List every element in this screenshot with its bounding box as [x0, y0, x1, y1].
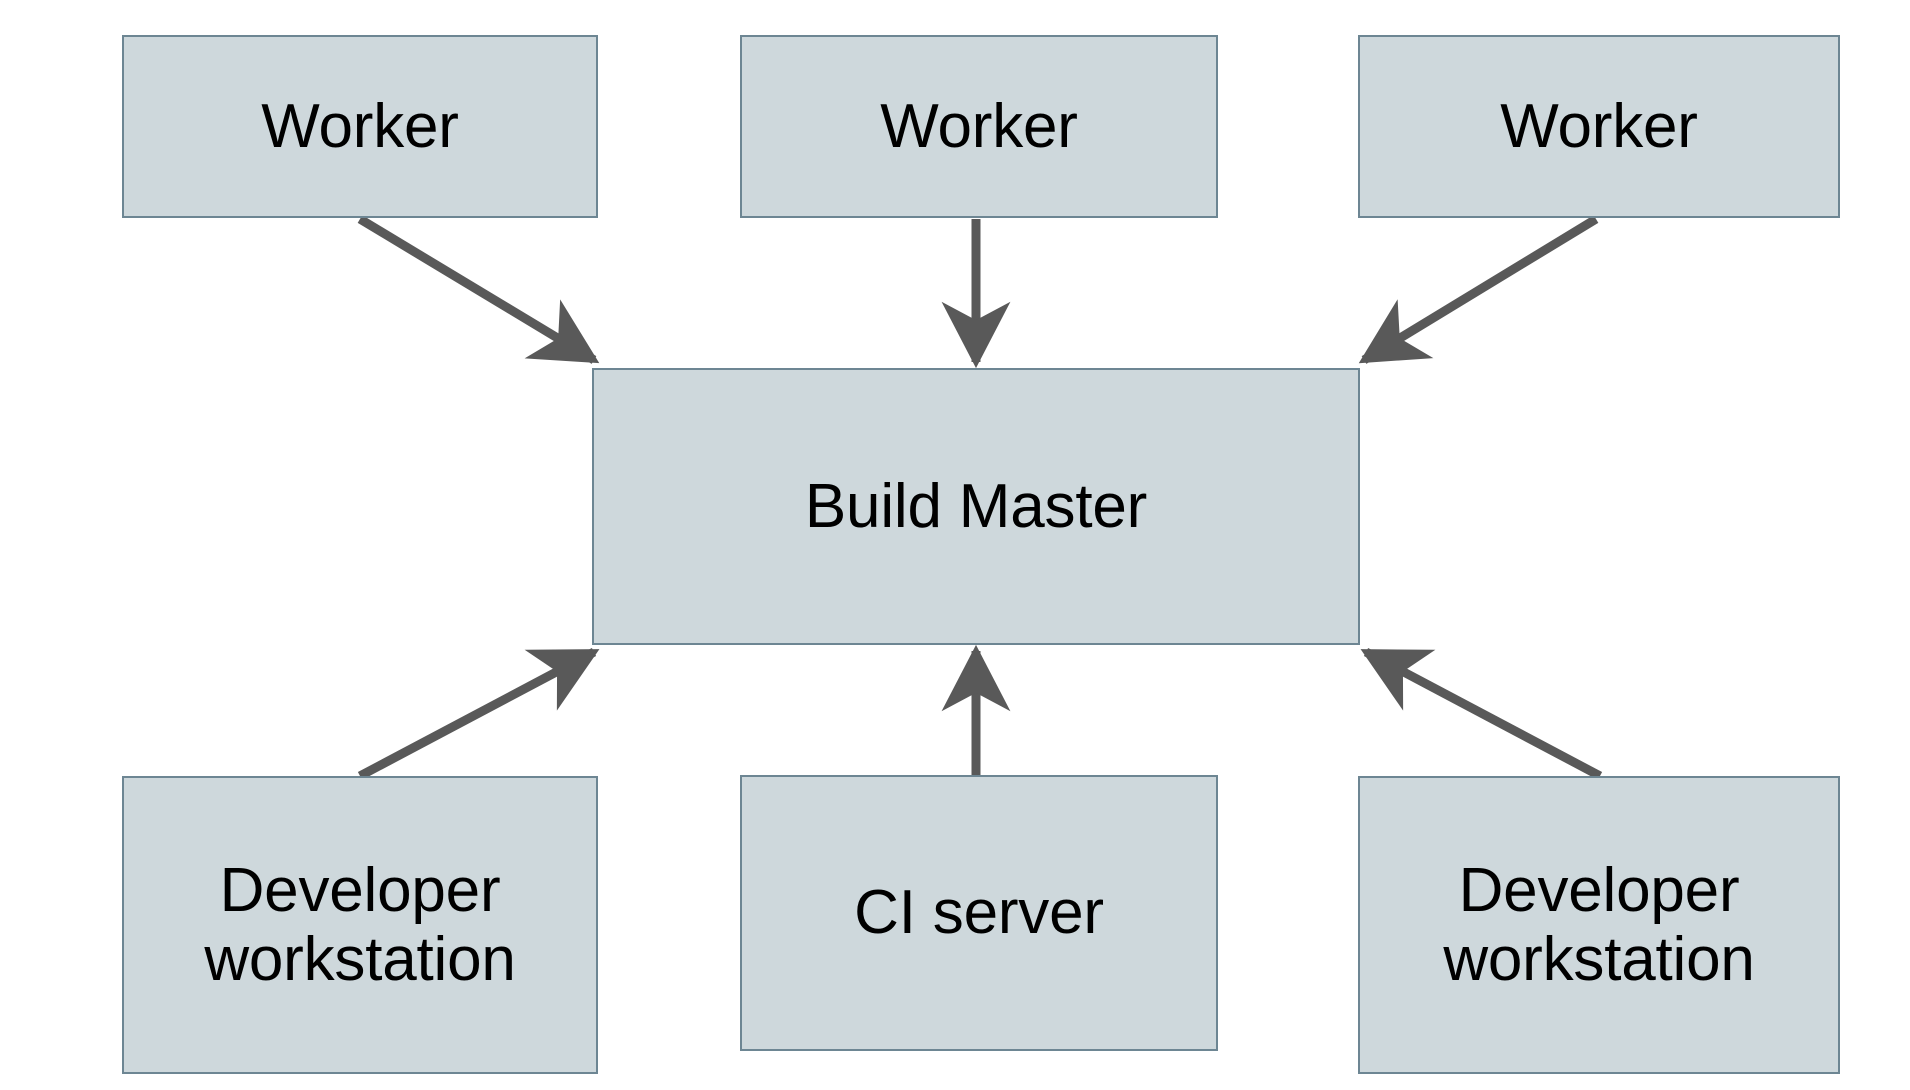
- node-worker-2[interactable]: Worker: [740, 35, 1218, 218]
- node-developer-workstation-left-label: Developer workstation: [204, 855, 516, 994]
- node-worker-3[interactable]: Worker: [1358, 35, 1840, 218]
- edge-worker-3-to-build-master: [1358, 215, 1599, 364]
- node-developer-workstation-right-label: Developer workstation: [1443, 855, 1755, 994]
- edge-worker-1-to-build-master: [357, 215, 600, 364]
- node-developer-workstation-right[interactable]: Developer workstation: [1358, 776, 1840, 1074]
- node-build-master[interactable]: Build Master: [592, 368, 1360, 645]
- node-developer-workstation-left[interactable]: Developer workstation: [122, 776, 598, 1074]
- node-ci-server[interactable]: CI server: [740, 775, 1218, 1051]
- node-worker-1[interactable]: Worker: [122, 35, 598, 218]
- edge-dev-ws-2-to-build-master: [1360, 648, 1603, 780]
- edge-dev-ws-1-to-build-master: [357, 648, 600, 780]
- node-worker-1-label: Worker: [261, 91, 459, 161]
- node-ci-server-label: CI server: [854, 878, 1104, 948]
- node-worker-2-label: Worker: [880, 91, 1078, 161]
- node-worker-3-label: Worker: [1500, 91, 1698, 161]
- node-build-master-label: Build Master: [804, 471, 1148, 541]
